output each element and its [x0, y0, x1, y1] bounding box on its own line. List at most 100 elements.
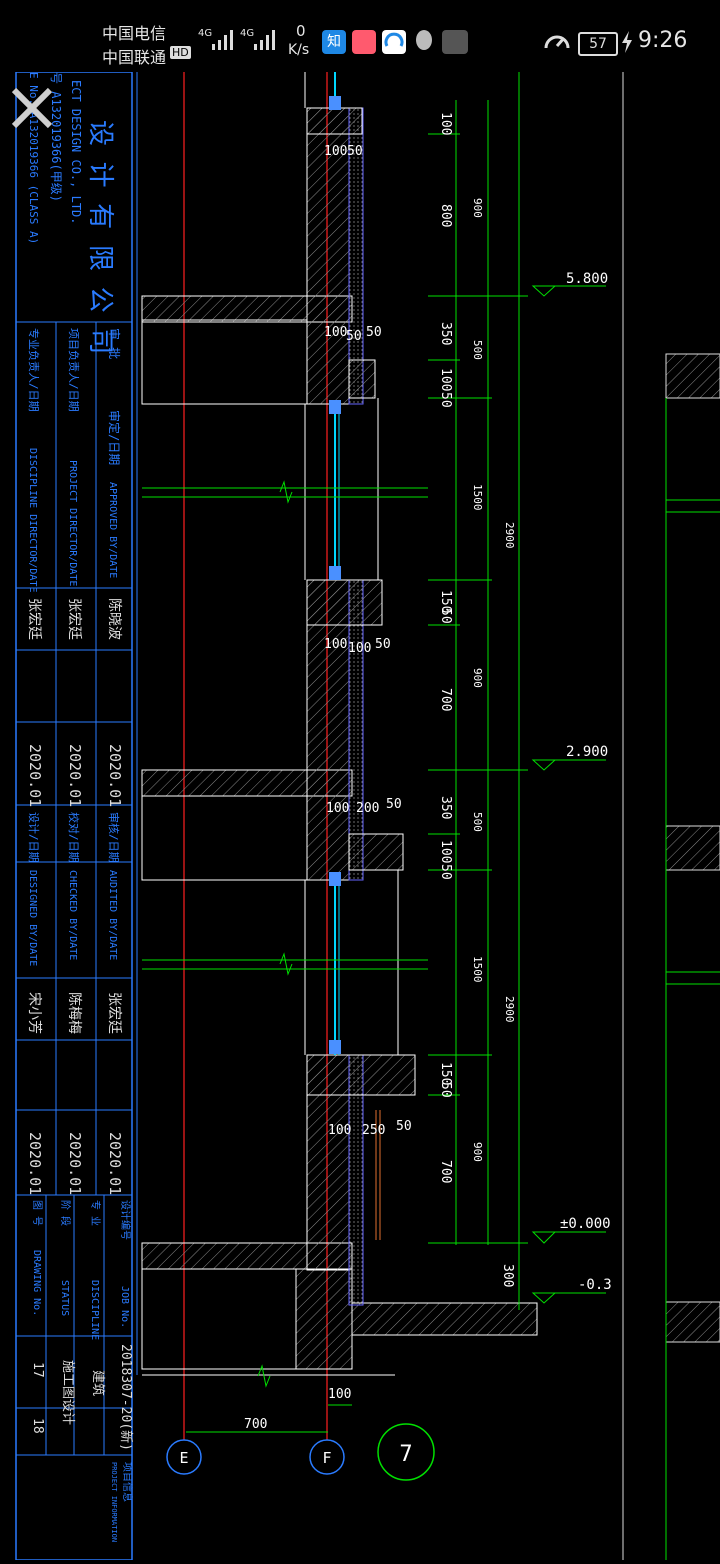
- elevation-0000: ±0.000: [560, 1216, 611, 1232]
- project-info-en: PROJECT INFORMATION: [110, 1462, 118, 1542]
- job-value: 2018307-20(新): [118, 1344, 134, 1451]
- elevation-5800: 5.800: [566, 271, 608, 287]
- detail-number: 7: [399, 1442, 412, 1467]
- drawing-label-en: DRAWING No.: [31, 1250, 42, 1316]
- drawing-value-2: 18: [30, 1418, 45, 1434]
- job-label-en: JOB No.: [119, 1286, 130, 1328]
- discipline-value: 建筑: [90, 1370, 106, 1396]
- net-speed-unit: K/s: [288, 42, 310, 58]
- dim-50-b: 50: [438, 608, 453, 624]
- dim-100-b: 100: [438, 368, 453, 391]
- elevation-minus-03: -0.3: [578, 1277, 612, 1293]
- hd-badge: HD: [170, 46, 191, 59]
- net-speed-value: 0: [296, 22, 306, 40]
- designed-date: 2020.01: [26, 1132, 44, 1195]
- dim-900-c: 900: [471, 1142, 484, 1162]
- ledge-dim-2a: 100: [324, 325, 347, 340]
- adjacent-section: [665, 353, 720, 1560]
- ledge-dim-2c: 50: [366, 325, 382, 340]
- audited-name: 张宏廷: [106, 992, 122, 1034]
- discipline-director-cn: 专业负责人/日期: [27, 328, 41, 412]
- viewer-close-button[interactable]: [6, 84, 58, 132]
- signal-icon-2: [254, 30, 275, 50]
- checked-date: 2020.01: [66, 1132, 84, 1195]
- ledge-dim-3a: 100: [324, 637, 347, 652]
- ledge-dim-2b: 50: [346, 329, 362, 344]
- dim-500-b: 500: [471, 812, 484, 832]
- speedometer-icon: [544, 35, 570, 49]
- weibo-icon: [352, 30, 376, 54]
- zhihu-icon: 知: [322, 30, 346, 54]
- company-en: ECT DESIGN CO., LTD.: [69, 80, 83, 225]
- project-director-cn: 项目负责人/日期: [67, 328, 81, 412]
- dim-50-d: 50: [438, 1082, 453, 1098]
- qq-icon: [416, 30, 432, 50]
- ledge-dim-4a: 100: [326, 801, 349, 816]
- ledge-dim-5c: 50: [396, 1119, 412, 1134]
- cad-drawing-canvas[interactable]: ECT DESIGN CO., LTD. 号 A132019366(甲级) E …: [0, 71, 720, 1561]
- ledge-dim-1b: 50: [347, 144, 363, 159]
- charging-icon: [622, 31, 632, 53]
- carrier-1: 中国电信: [102, 24, 167, 43]
- audited-date: 2020.01: [106, 1132, 124, 1195]
- checked-en: CHECKED BY/DATE: [67, 870, 78, 960]
- elevation-markers: 5.800 2.900 ±0.000 -0.3: [531, 271, 612, 1304]
- huawei-icon: [442, 30, 468, 54]
- ledge-dim-5a: 100: [328, 1123, 351, 1138]
- dimension-texts: 100 800 350 50 100 1500 50 150 700 350 5…: [244, 112, 516, 1432]
- dim-50-a: 50: [438, 392, 453, 408]
- project-director-name: 张宏廷: [66, 598, 82, 640]
- axis-bubbles: E F 7: [166, 1423, 435, 1481]
- designed-name: 宋小芳: [26, 992, 43, 1034]
- audited-cn: 审核/日期: [107, 812, 121, 863]
- battery-level: 57: [589, 36, 607, 52]
- status-label-cn: 阶 段: [59, 1200, 72, 1226]
- carrier-2: 中国联通: [102, 48, 167, 67]
- network-type-2: 4G: [240, 28, 255, 39]
- dim-150-b: 150: [438, 1062, 453, 1085]
- job-label-cn: 设计编号: [119, 1200, 132, 1240]
- ledge-dim-4c: 50: [386, 797, 402, 812]
- status-label-en: STATUS: [59, 1280, 70, 1316]
- dim-1500-b: 1500: [471, 956, 484, 983]
- bottom-dim-100: 100: [328, 1387, 351, 1402]
- company-cn: 设 计 有 限 公 司: [85, 120, 115, 354]
- ledge-dim-5b: 250: [362, 1123, 385, 1138]
- clock: 9:26: [638, 28, 688, 53]
- dim-2900-a: 2900: [503, 522, 516, 549]
- axis-label-e: E: [179, 1449, 188, 1467]
- ledge-dim-3b: 100: [348, 641, 371, 656]
- title-block: ECT DESIGN CO., LTD. 号 A132019366(甲级) E …: [15, 71, 134, 1561]
- checked-name: 陈梅梅: [66, 992, 83, 1034]
- dim-100-c: 100: [438, 840, 453, 863]
- status-bar: 中国电信 中国联通 HD 4G 4G 0 K/s 知 57 9:26: [0, 0, 720, 72]
- network-type-1: 4G: [198, 28, 213, 39]
- dim-1500-a: 1500: [471, 484, 484, 511]
- exterior-wall: [306, 107, 416, 1306]
- bottom-dim-700: 700: [244, 1417, 267, 1432]
- axis-lines: [136, 72, 624, 1560]
- battery-icon: 57: [578, 32, 618, 56]
- axis-label-f: F: [322, 1449, 331, 1467]
- approved-date-cn: 审定/日期: [107, 410, 122, 465]
- approved-cn: 审 批: [107, 328, 122, 359]
- audited-en: AUDITED BY/DATE: [107, 870, 118, 960]
- ledge-dim-1a: 100: [324, 144, 347, 159]
- drawing-value-1: 17: [30, 1362, 45, 1378]
- project-info-cn: 项目信息: [121, 1462, 134, 1502]
- dim-150-a: 150: [438, 590, 453, 613]
- approved-date: 2020.01: [106, 744, 124, 807]
- cert-no: 号 A132019366(甲级): [49, 72, 63, 202]
- discipline-label-en: DISCIPLINE: [89, 1280, 100, 1340]
- approved-en: APPROVED BY/DATE: [107, 482, 118, 578]
- dim-700-a: 700: [438, 688, 453, 711]
- break-lines: [142, 480, 428, 1388]
- dimension-lines: [186, 72, 528, 1433]
- discipline-director-name: 张宏廷: [26, 598, 42, 640]
- project-director-en: PROJECT DIRECTOR/DATE: [67, 460, 78, 586]
- browser-icon: [382, 30, 406, 54]
- dim-50-c: 50: [438, 864, 453, 880]
- dim-100-a: 100: [438, 112, 453, 135]
- window-glazing: [304, 72, 399, 1055]
- ledge-dim-4b: 200: [356, 801, 379, 816]
